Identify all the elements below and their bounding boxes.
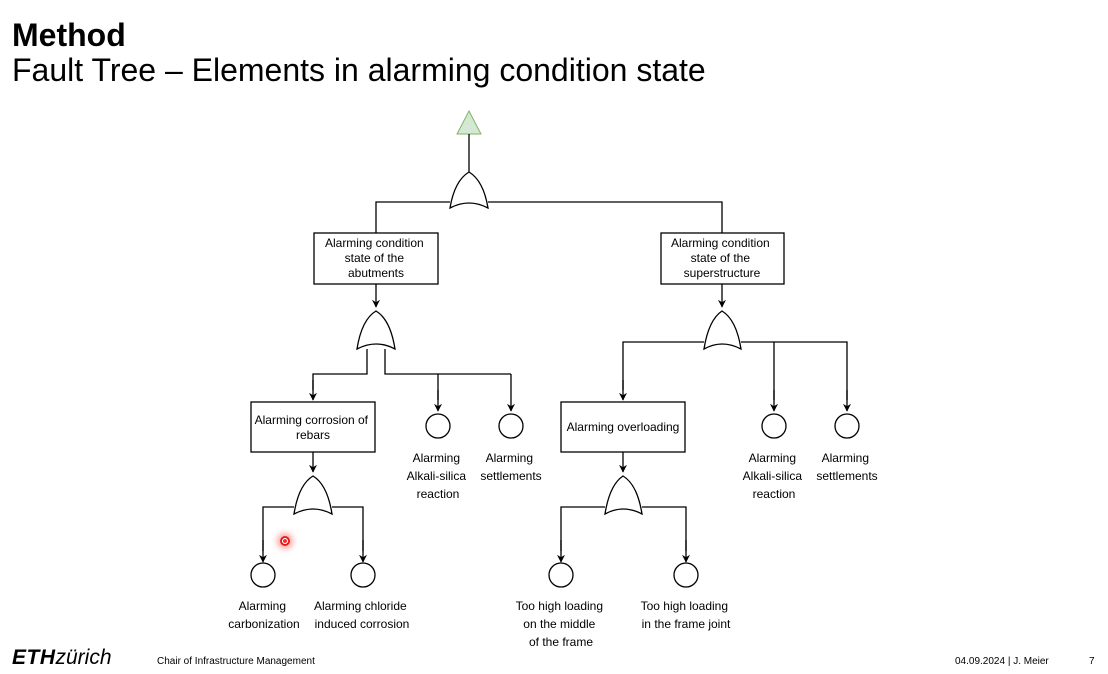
- label-line: Alarming: [486, 451, 533, 465]
- label-line: settlements: [816, 469, 877, 483]
- label-line: in the frame joint: [642, 617, 731, 631]
- footer-chair: Chair of Infrastructure Management: [157, 656, 315, 667]
- label-line: reaction: [753, 487, 796, 501]
- pointer-highlight: [280, 536, 290, 546]
- label-line: abutments: [348, 266, 404, 280]
- label-line: settlements: [480, 469, 541, 483]
- event-box-superstructure: [660, 232, 785, 285]
- label-chloride: Alarming chloride induced corrosion: [314, 599, 410, 631]
- label-line: rebars: [296, 428, 330, 442]
- connector: [262, 506, 294, 551]
- connector: [488, 201, 723, 233]
- basic-event-settlements-left-icon: [498, 413, 524, 439]
- label-asr-right: Alarming Alkali-silica reaction: [743, 451, 806, 501]
- label-line: Alarming: [413, 451, 460, 465]
- label-line: Alarming chloride: [314, 599, 407, 613]
- event-box-abutments: [313, 232, 439, 285]
- label-line: Alkali-silica: [743, 469, 803, 483]
- top-event-triangle-icon: [456, 109, 482, 135]
- label-line: Alarming condition: [325, 236, 424, 250]
- connector: [312, 349, 368, 390]
- label-line: Too high loading: [516, 599, 603, 613]
- label-line: state of the: [345, 251, 405, 265]
- logo-zurich-text: zürich: [55, 646, 112, 669]
- basic-event-settlements-right-icon: [834, 413, 860, 439]
- label-load-joint: Too high loading in the frame joint: [641, 599, 732, 631]
- label-line: Alarming condition: [671, 236, 770, 250]
- label-line: induced corrosion: [315, 617, 410, 631]
- label-settlements-right: Alarming settlements: [816, 451, 877, 483]
- logo-eth-text: ETH: [12, 646, 56, 669]
- footer-date-author: 04.09.2024 | J. Meier: [955, 656, 1049, 667]
- label-settlements-left: Alarming settlements: [480, 451, 541, 483]
- connector: [560, 506, 605, 551]
- label-carbonization: Alarming carbonization: [228, 599, 299, 631]
- eth-zurich-logo: ETHzürich: [12, 646, 112, 670]
- connector: [384, 349, 511, 375]
- slide-subtitle: Fault Tree – Elements in alarming condit…: [12, 52, 706, 88]
- basic-event-load-middle-icon: [548, 562, 574, 588]
- label-line: reaction: [417, 487, 460, 501]
- label-asr-left: Alarming Alkali-silica reaction: [407, 451, 470, 501]
- label-superstructure: Alarming condition state of the superstr…: [671, 236, 773, 280]
- label-line: Alarming overloading: [567, 420, 680, 434]
- basic-event-carbonization-icon: [250, 562, 276, 588]
- or-gate-corrosion-icon: [293, 475, 333, 516]
- connector: [741, 341, 848, 400]
- connector: [622, 341, 704, 390]
- label-abutments: Alarming condition state of the abutment…: [325, 236, 427, 280]
- basic-event-asr-right-icon: [761, 413, 787, 439]
- or-gate-top-icon: [449, 171, 489, 210]
- event-box-corrosion: [250, 401, 376, 453]
- label-line: Alarming corrosion of: [255, 413, 369, 427]
- connector: [642, 506, 687, 551]
- slide-title: Method: [12, 17, 126, 53]
- connector: [332, 506, 364, 551]
- or-gate-overloading-icon: [604, 475, 643, 516]
- label-line: state of the: [691, 251, 751, 265]
- label-line: Alarming: [239, 599, 286, 613]
- label-line: carbonization: [228, 617, 299, 631]
- basic-event-asr-left-icon: [425, 413, 451, 439]
- or-gate-superstructure-icon: [703, 310, 742, 351]
- basic-event-chloride-icon: [350, 562, 376, 588]
- basic-event-load-joint-icon: [673, 562, 699, 588]
- label-line: superstructure: [684, 266, 761, 280]
- page-number: 7: [1089, 656, 1095, 667]
- label-load-middle: Too high loading on the middle of the fr…: [516, 599, 607, 649]
- label-line: of the frame: [529, 635, 593, 649]
- or-gate-abutments-icon: [356, 310, 396, 351]
- label-corrosion: Alarming corrosion of rebars: [255, 413, 372, 442]
- label-line: Too high loading: [641, 599, 728, 613]
- label-overloading: Alarming overloading: [567, 420, 680, 434]
- label-line: on the middle: [523, 617, 595, 631]
- label-line: Alkali-silica: [407, 469, 467, 483]
- event-box-overloading: [560, 401, 686, 453]
- label-line: Alarming: [749, 451, 796, 465]
- connector: [375, 201, 450, 233]
- label-line: Alarming: [822, 451, 869, 465]
